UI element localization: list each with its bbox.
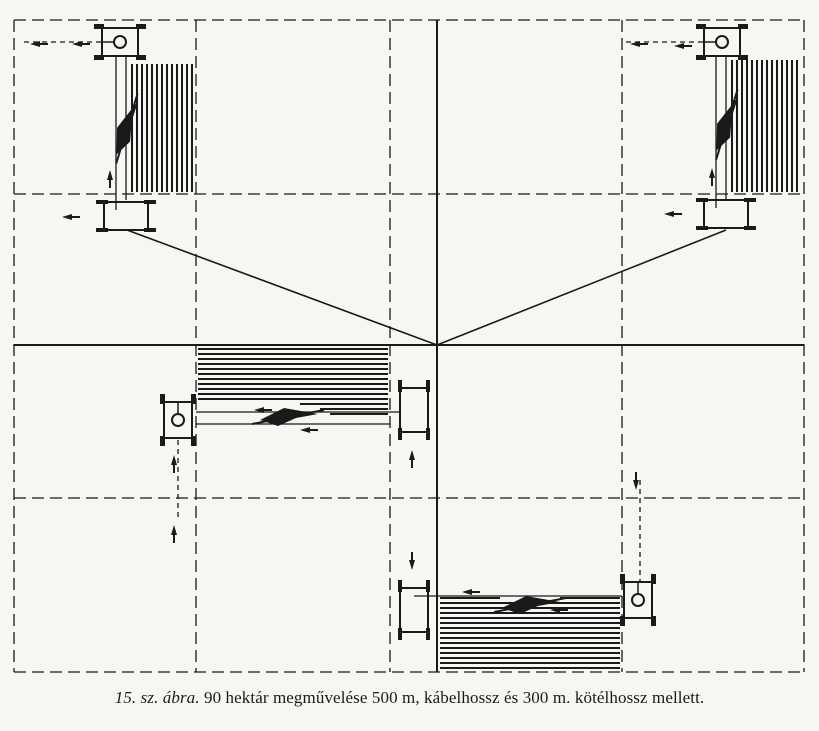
engine-top-left	[93, 23, 147, 61]
caption-text: 90 hektár megművelése 500 m, kábelhossz …	[199, 688, 705, 707]
arrow-markers-bottom	[408, 471, 640, 614]
engine-bottom-right	[619, 573, 657, 627]
plough-top-right	[701, 87, 753, 162]
cable-lines	[126, 229, 727, 346]
rope-bottom	[414, 480, 641, 597]
arrow-markers-top-right	[629, 40, 716, 218]
cart-bottom-left	[397, 579, 431, 641]
arrow-markers-top-left	[29, 40, 114, 221]
cart-middle-right	[397, 379, 431, 441]
ploughed-area-bottom	[440, 597, 620, 669]
ploughed-area-middle-left	[198, 348, 388, 415]
plough-top-left	[101, 91, 153, 166]
engine-middle-left	[159, 393, 197, 447]
figure-caption: 15. sz. ábra. 90 hektár megművelése 500 …	[0, 688, 819, 708]
engine-top-right	[695, 23, 749, 61]
cart-top-right	[695, 197, 757, 231]
arrow-markers-middle	[170, 406, 416, 544]
figure-number: 15. sz. ábra.	[114, 688, 200, 707]
centre-axes	[14, 20, 804, 672]
field-cultivation-diagram	[13, 19, 805, 673]
ploughed-area-top-left	[131, 64, 193, 192]
ploughed-area-top-right	[731, 60, 798, 192]
rope-middle	[177, 411, 400, 520]
cart-top-left	[95, 199, 157, 233]
